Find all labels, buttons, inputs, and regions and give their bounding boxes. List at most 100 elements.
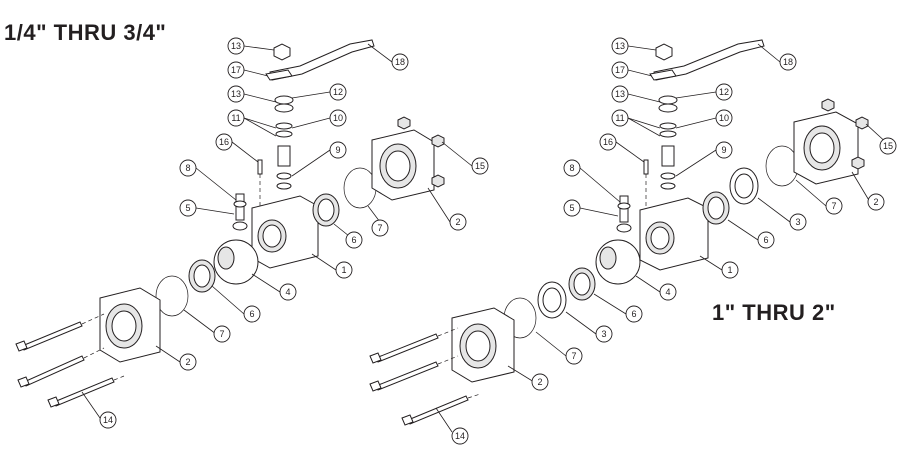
callout-circle	[391, 53, 409, 71]
stop-pin-part	[643, 159, 649, 175]
callout-circle	[611, 61, 629, 79]
callout-circle	[329, 141, 347, 159]
callout-number: 1	[341, 265, 346, 275]
callout-circle	[825, 197, 843, 215]
callout-number: 10	[333, 113, 343, 123]
callout-bubble: 13	[611, 37, 629, 55]
callout-circle	[179, 353, 197, 371]
callout-number: 6	[631, 309, 636, 319]
valve-body-bore	[262, 224, 282, 248]
callout-bubble: 13	[227, 85, 245, 103]
callout-number: 3	[601, 329, 606, 339]
stem-part	[277, 145, 291, 167]
callout-bubble: 10	[329, 109, 347, 127]
callout-bubble: 7	[371, 219, 389, 237]
callout-bubble: 12	[715, 83, 733, 101]
callout-circle	[243, 305, 261, 323]
callout-number: 10	[719, 113, 729, 123]
callout-circle	[371, 219, 389, 237]
end-connector-front-bore	[111, 310, 137, 342]
callout-circle	[213, 325, 231, 343]
callout-circle	[449, 213, 467, 231]
body-nut-3-part	[431, 174, 445, 188]
callout-circle	[215, 133, 233, 151]
callout-bubble: 3	[789, 213, 807, 231]
callout-number: 18	[395, 57, 405, 67]
callout-bubble: 4	[659, 283, 677, 301]
callout-circle	[227, 61, 245, 79]
callout-number: 7	[831, 201, 836, 211]
callout-bubble: 16	[599, 133, 617, 151]
callout-bubble: 18	[779, 53, 797, 71]
belleville-washer-part	[659, 122, 677, 130]
thrust-washer-part	[660, 182, 676, 190]
callout-bubble: 7	[213, 325, 231, 343]
callout-number: 8	[569, 163, 574, 173]
body-bolts	[369, 327, 481, 426]
callout-circle	[451, 427, 469, 445]
callout-number: 1	[727, 265, 732, 275]
callout-circle	[611, 109, 629, 127]
callout-bubble: 11	[611, 109, 629, 127]
stem-nut-lower-part	[274, 103, 294, 113]
callout-number: 13	[615, 41, 625, 51]
seat-rear-bore	[707, 196, 725, 220]
callout-bubble: 13	[611, 85, 629, 103]
callout-number: 18	[783, 57, 793, 67]
callout-number: 12	[719, 87, 729, 97]
callout-bubble: 10	[715, 109, 733, 127]
body-nut-2-part	[855, 116, 869, 130]
callout-bubble: 2	[179, 353, 197, 371]
seat-retainer-rear-bore	[734, 173, 754, 199]
left-assembly	[15, 39, 445, 408]
callout-bubble: 2	[531, 373, 549, 391]
callout-number: 13	[231, 89, 241, 99]
callout-number: 6	[249, 309, 254, 319]
callout-circle	[625, 305, 643, 323]
callout-bubble: 6	[625, 305, 643, 323]
callout-bubble: 12	[329, 83, 347, 101]
lock-saddle-part	[649, 69, 677, 81]
lever-stop-part	[232, 221, 248, 231]
valve-body-bore	[650, 226, 670, 250]
callout-number: 11	[231, 113, 240, 123]
callout-bubble: 9	[715, 141, 733, 159]
callout-bubble: 5	[179, 199, 197, 217]
callout-circle	[659, 283, 677, 301]
callout-number: 2	[537, 377, 542, 387]
callout-circle	[179, 159, 197, 177]
callout-circle	[715, 83, 733, 101]
callout-number: 4	[285, 287, 290, 297]
callout-number: 7	[219, 329, 224, 339]
lever-stop-part	[616, 223, 632, 233]
callout-circle	[227, 37, 245, 55]
body-nut-part	[397, 116, 411, 130]
callout-bubble: 2	[449, 213, 467, 231]
callout-number: 6	[763, 235, 768, 245]
callout-bubble: 1	[335, 261, 353, 279]
callout-number: 15	[475, 161, 485, 171]
callout-number: 16	[219, 137, 229, 147]
callout-number: 16	[603, 137, 613, 147]
callout-number: 4	[665, 287, 670, 297]
callout-circle	[345, 231, 363, 249]
seat-front-bore	[573, 272, 591, 296]
stem-seal-part	[276, 172, 292, 180]
callout-circle	[227, 85, 245, 103]
callout-number: 2	[873, 197, 878, 207]
body-bolts	[15, 313, 125, 408]
callout-circle	[563, 159, 581, 177]
callout-bubble: 16	[215, 133, 233, 151]
callout-circle	[715, 141, 733, 159]
callout-bubble: 14	[451, 427, 469, 445]
callout-number: 15	[883, 141, 893, 151]
callout-number: 7	[377, 223, 382, 233]
callout-bubble: 8	[563, 159, 581, 177]
latch-washer-part	[233, 200, 247, 208]
callout-bubble: 17	[611, 61, 629, 79]
callout-bubble: 2	[867, 193, 885, 211]
callout-circle	[329, 83, 347, 101]
